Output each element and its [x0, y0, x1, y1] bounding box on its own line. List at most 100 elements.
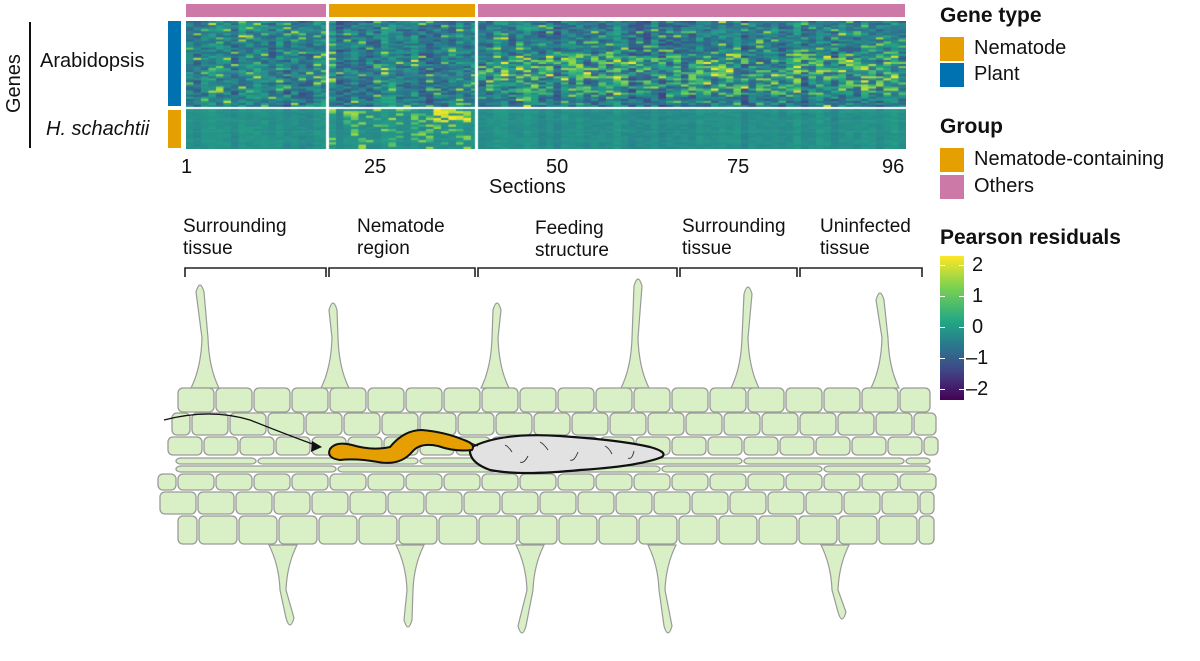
root-cell-109: [691, 491, 729, 515]
root-cell-5: [367, 387, 405, 413]
region-bracket-3: [477, 267, 678, 277]
root-cell-43: [239, 436, 275, 456]
root-cell-92: [823, 473, 861, 491]
root-cell-9: [519, 387, 557, 413]
root-cell-97: [235, 491, 273, 515]
feeding-structure-shape: [468, 434, 665, 475]
root-hair-top-1: [190, 284, 220, 389]
root-hair-bottom-5: [820, 544, 850, 620]
root-cell-29: [495, 412, 533, 436]
root-cell-4: [329, 387, 367, 413]
root-cell-103: [463, 491, 501, 515]
root-cell-78: [291, 473, 329, 491]
root-cell-108: [653, 491, 691, 515]
region-bracket-4: [679, 267, 798, 277]
legend-label-plant: Plant: [974, 63, 1020, 85]
migration-path: [163, 413, 322, 452]
root-cell-131: [758, 515, 798, 545]
root-cell-25: [343, 412, 381, 436]
root-cell-115: [919, 491, 935, 515]
region-bracket-1: [184, 267, 327, 277]
root-cell-70: [337, 465, 499, 473]
root-cell-82: [443, 473, 481, 491]
root-cell-15: [747, 387, 785, 413]
root-cell-96: [197, 491, 235, 515]
root-cell-34: [685, 412, 723, 436]
root-hair-top-4: [620, 278, 650, 389]
genes-bracket-line: [29, 22, 31, 148]
legend-swatch-plant: [940, 63, 964, 87]
root-cell-1: [215, 387, 253, 413]
root-cell-61: [887, 436, 923, 456]
root-cell-55: [671, 436, 707, 456]
root-hair-top-6: [870, 292, 900, 389]
legend-swatch-nematode-containing: [940, 148, 964, 172]
root-cell-26: [381, 412, 419, 436]
root-cell-118: [238, 515, 278, 545]
root-cell-91: [785, 473, 823, 491]
root-cell-107: [615, 491, 653, 515]
nematode-body: [328, 428, 474, 464]
legend-gene-type-title: Gene type: [940, 4, 1042, 27]
x-axis-label: Sections: [489, 176, 566, 198]
root-cell-62: [923, 436, 939, 456]
root-cell-19: [899, 387, 931, 413]
root-cell-133: [838, 515, 878, 545]
migration-path-line: [163, 413, 319, 447]
root-cell-114: [881, 491, 919, 515]
root-cell-3: [291, 387, 329, 413]
root-cell-100: [349, 491, 387, 515]
root-cell-69: [175, 465, 337, 473]
root-cell-126: [558, 515, 598, 545]
feeding-structure: [468, 434, 665, 475]
root-cell-119: [278, 515, 318, 545]
root-cell-16: [785, 387, 823, 413]
x-tick-25: 25: [364, 156, 387, 178]
root-cell-83: [481, 473, 519, 491]
root-cell-98: [273, 491, 311, 515]
group-bar-nematode-containing: [329, 4, 475, 17]
root-cell-14: [709, 387, 747, 413]
root-cell-38: [837, 412, 875, 436]
root-cell-93: [861, 473, 899, 491]
root-cell-102: [425, 491, 463, 515]
root-cell-36: [761, 412, 799, 436]
root-cell-95: [159, 491, 197, 515]
root-cell-13: [671, 387, 709, 413]
root-cell-8: [481, 387, 519, 413]
heatmap: [186, 21, 906, 149]
row-label-h-schachtii: H. schachtii: [46, 118, 150, 140]
group-bar-others-left: [186, 4, 326, 17]
nematode-stylet: [463, 439, 479, 447]
colorbar-tick-1: 1: [972, 285, 984, 307]
root-cell-86: [595, 473, 633, 491]
legend-label-others: Others: [974, 175, 1035, 197]
feeding-structure-wall-1: [539, 441, 549, 451]
root-cell-106: [577, 491, 615, 515]
root-cell-87: [633, 473, 671, 491]
root-cell-128: [638, 515, 678, 545]
residual-colorbar: [940, 256, 964, 400]
feeding-structure-wall-2: [569, 451, 579, 461]
legend-label-nematode-containing: Nematode-containing: [974, 148, 1165, 170]
colorbar-tick-marks: [940, 256, 964, 400]
root-cell-105: [539, 491, 577, 515]
root-cell-74: [157, 473, 177, 491]
group-bar-others-right: [478, 4, 905, 17]
root-cell-77: [253, 473, 291, 491]
root-cell-73: [823, 465, 931, 473]
root-cell-124: [478, 515, 518, 545]
root-cell-120: [318, 515, 358, 545]
root-cell-17: [823, 387, 861, 413]
root-cell-134: [878, 515, 918, 545]
root-hair-bottom-2: [395, 544, 425, 628]
root-cell-2: [253, 387, 291, 413]
root-cell-94: [899, 473, 937, 491]
gene-type-bar-nematode: [168, 110, 181, 148]
root-cell-35: [723, 412, 761, 436]
root-hair-bottom-3: [515, 544, 545, 634]
